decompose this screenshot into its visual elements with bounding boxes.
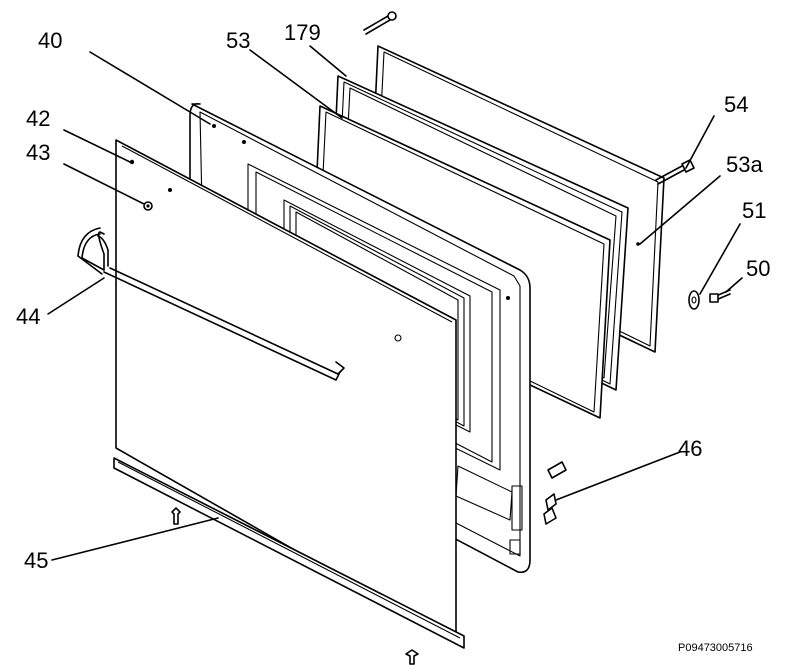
label-179: 179 [284,20,321,45]
label-51: 51 [742,198,766,223]
hinge-parts-46 [543,461,567,525]
bolt-50 [709,289,731,303]
label-54: 54 [724,92,748,117]
label-46: 46 [678,436,702,461]
label-50: 50 [746,256,770,281]
fastener-43 [143,201,153,211]
label-53a: 53a [726,152,763,177]
label-42: 42 [26,106,50,131]
screw-54 [655,159,695,185]
label-43: 43 [26,140,50,165]
label-45: 45 [24,548,48,573]
reference-code: P09473005716 [678,642,753,654]
bottom-screw-left [171,507,181,525]
bottom-trim-strip-45 [113,457,465,649]
door-handle-44 [77,227,345,381]
top-screw [363,11,397,35]
bottom-screw-center [405,649,419,665]
label-44: 44 [16,304,40,329]
washer-51 [688,290,700,310]
label-53: 53 [226,28,250,53]
label-40: 40 [38,28,62,53]
leader-lines [47,45,743,561]
